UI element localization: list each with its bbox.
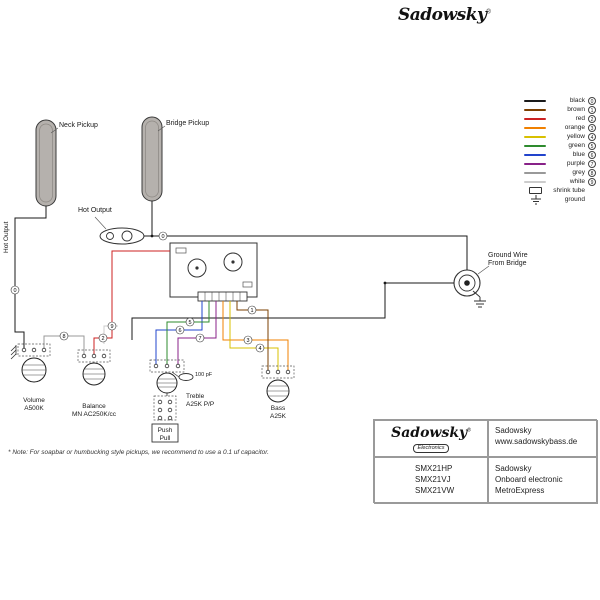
sadowsky-footer-logo: Sadowsky® — [391, 424, 471, 441]
ground-wire-label: Ground Wire From Bridge — [488, 252, 528, 268]
wire-markers: 0 0 2 8 9 6 5 7 3 4 1 — [10, 231, 265, 353]
wire-purple — [177, 301, 217, 365]
color-swatch — [524, 126, 546, 129]
wire-marker: 0 — [10, 285, 20, 295]
volume-pot — [10, 343, 51, 383]
wire-marker: 8 — [59, 331, 69, 341]
wire-black-neck-hot — [14, 206, 47, 349]
model-number: SMX21VJ — [415, 475, 451, 485]
wire-red — [93, 250, 170, 355]
hot-output-connector — [94, 216, 145, 245]
color-swatch — [524, 171, 546, 174]
title-block-models-cell: SMX21HP SMX21VJ SMX21VW — [374, 457, 488, 504]
color-swatch — [524, 144, 546, 147]
color-swatch — [524, 162, 546, 165]
neck-pickup — [35, 119, 59, 207]
wire-black-ground-bus — [131, 282, 454, 340]
volume-label: Volume A500K — [23, 397, 45, 412]
wire-marker: 3 — [243, 335, 253, 345]
company-name: Sadowsky — [495, 426, 532, 435]
color-swatch — [524, 108, 546, 111]
balance-pot — [77, 349, 111, 386]
wire-marker: 1 — [247, 305, 257, 315]
legend-row-shrink-tube: shrink tube — [524, 186, 596, 195]
wire-marker: 4 — [255, 343, 265, 353]
wires — [14, 201, 468, 371]
svg-text:0: 0 — [161, 234, 164, 240]
svg-text:8: 8 — [62, 334, 65, 340]
wire-black-top-bus — [144, 235, 468, 270]
svg-text:2: 2 — [101, 336, 104, 342]
treble-pot — [149, 359, 185, 443]
capacitor-100pf — [171, 371, 194, 381]
color-swatch — [524, 117, 546, 120]
svg-text:7: 7 — [198, 336, 201, 342]
product-line: MetroExpress — [495, 485, 545, 495]
title-block-logo-cell: Sadowsky® Electronics — [374, 420, 488, 457]
treble-label: Treble A25K P/P — [186, 393, 215, 408]
wire-yellow — [229, 301, 279, 371]
registered-mark: ® — [486, 9, 491, 16]
bridge-pickup-label: Bridge Pickup — [166, 120, 210, 127]
title-block-product-cell: Sadowsky Onboard electronic MetroExpress — [488, 457, 598, 504]
company-website: www.sadowskybass.de — [495, 436, 578, 446]
svg-text:9: 9 — [110, 324, 113, 330]
color-swatch — [524, 99, 546, 102]
neck-pickup-label: Neck Pickup — [59, 122, 98, 129]
legend-row-ground: ground — [524, 194, 596, 204]
title-block-table: Sadowsky® Electronics Sadowsky www.sadow… — [373, 419, 598, 504]
svg-text:3: 3 — [246, 338, 249, 344]
svg-text:5: 5 — [188, 320, 191, 326]
wire-marker: 5 — [185, 317, 195, 327]
svg-text:0: 0 — [13, 288, 16, 294]
shrink-tube-icon — [529, 187, 542, 194]
bass-label: Bass A25K — [270, 405, 286, 420]
wire-marker: 2 — [98, 333, 108, 343]
registered-mark: ® — [467, 427, 471, 434]
wire-marker: 7 — [195, 333, 205, 343]
svg-text:1: 1 — [250, 308, 253, 314]
wire-marker: 6 — [175, 325, 185, 335]
product-line: Onboard electronic — [495, 475, 563, 485]
model-number: SMX21HP — [415, 464, 453, 474]
push-pull-label: Push Pull — [157, 427, 173, 442]
ground-symbol-jack — [472, 290, 486, 308]
wire-orange — [222, 301, 289, 371]
svg-text:4: 4 — [258, 346, 261, 352]
ground-icon — [531, 194, 541, 204]
hot-output-left-label: Hot Output — [3, 221, 10, 253]
wire-marker: 9 — [107, 321, 117, 331]
bass-pot — [261, 365, 295, 403]
electronics-badge: Electronics — [412, 443, 450, 454]
balance-label: Balance MN AC250K/cc — [71, 403, 117, 418]
title-block-company-cell: Sadowsky www.sadowskybass.de — [488, 420, 598, 457]
product-line: Sadowsky — [495, 464, 532, 474]
footnote: * Note: For soapbar or humbucking style … — [8, 449, 269, 456]
color-swatch — [524, 135, 546, 138]
color-swatch — [524, 153, 546, 156]
capacitor-label: 100 pF — [195, 372, 213, 378]
color-swatch — [524, 180, 546, 183]
preamp-board — [169, 242, 258, 302]
hot-output-mid-label: Hot Output — [78, 207, 112, 214]
svg-text:6: 6 — [178, 328, 181, 334]
output-jack — [453, 265, 490, 297]
sadowsky-logo: Sadowsky® — [398, 5, 491, 25]
bridge-pickup — [141, 116, 166, 202]
model-number: SMX21VW — [415, 485, 455, 495]
wire-marker: 0 — [158, 231, 168, 241]
wire-green — [166, 301, 210, 365]
